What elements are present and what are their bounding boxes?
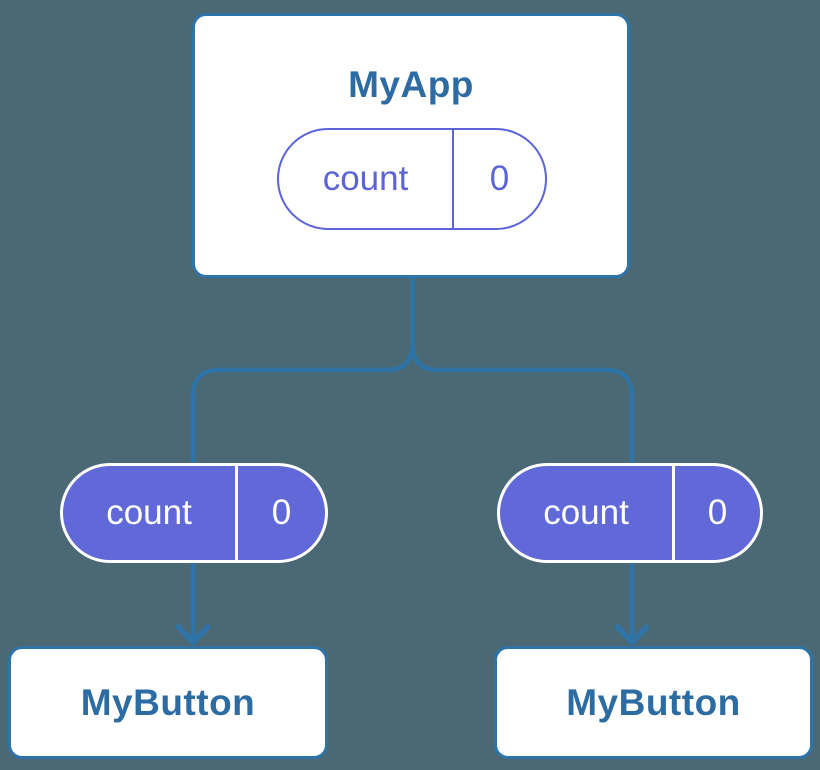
arrow-down-icon — [614, 624, 650, 646]
props-pill-left: count 0 — [60, 463, 328, 563]
props-pill-value: 0 — [672, 466, 760, 560]
edge-root-to-left-child — [190, 276, 415, 638]
props-pill-right: count 0 — [497, 463, 763, 563]
node-mybutton-right-title: MyButton — [566, 681, 741, 723]
edge-root-to-right-child — [410, 343, 635, 638]
props-pill-label: count — [106, 493, 192, 532]
arrow-down-icon — [175, 624, 211, 646]
state-pill-label: count — [322, 159, 409, 198]
state-pill-myapp: count 0 — [277, 128, 547, 230]
props-pill-value: 0 — [235, 466, 325, 560]
props-pill-label: count — [543, 493, 629, 532]
node-mybutton-left-title: MyButton — [80, 681, 256, 723]
node-mybutton-left-card: MyButton — [8, 646, 328, 759]
node-mybutton-right-card: MyButton — [494, 646, 813, 759]
state-pill-value: 0 — [452, 130, 545, 228]
node-myapp-title: MyApp — [348, 64, 474, 105]
